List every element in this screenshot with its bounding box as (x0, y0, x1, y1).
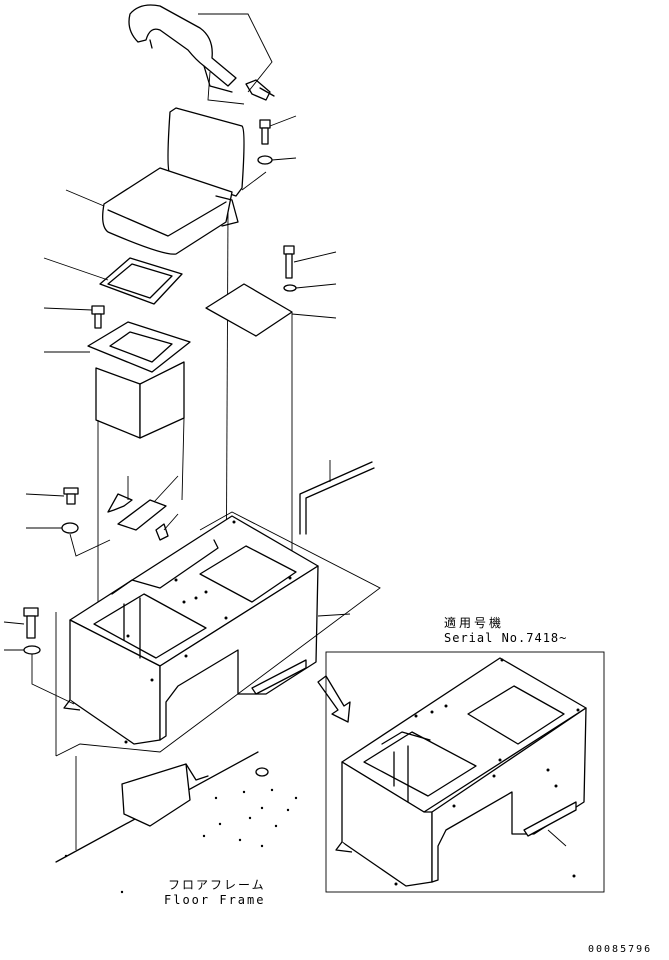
seat-washer-leader (241, 157, 297, 191)
seat-bolt-leader (269, 115, 297, 127)
cover-washer (283, 284, 297, 292)
nut-part (155, 523, 169, 541)
rod-part-outline (305, 467, 375, 535)
variant-arrow (317, 675, 351, 723)
left-bolt-lower-leader (3, 621, 25, 625)
floor-frame-part (55, 751, 269, 863)
seat-washer (257, 155, 273, 165)
handrail-bolt (245, 79, 275, 101)
drawing-number: 00085796 (588, 944, 653, 955)
variant-title-en: Serial No.7418~ (444, 631, 568, 645)
bracket-plate (117, 499, 167, 531)
seal-leader (43, 257, 109, 281)
seal-gasket (99, 257, 183, 305)
floor-frame-label-jp: フロアフレーム (168, 878, 266, 892)
seat-part (102, 107, 245, 255)
console-box-part (63, 515, 319, 745)
console-holes (124, 520, 292, 744)
left-bolt-lower (23, 607, 39, 639)
floor-frame-label-en: Floor Frame (164, 893, 266, 907)
cover-washer-leader (295, 283, 337, 289)
console-outline-frame (55, 511, 381, 757)
bracket-small (107, 493, 133, 513)
duct-mount-line (97, 417, 185, 628)
seat-bolt (259, 119, 271, 145)
variant-console-holes (394, 658, 580, 886)
left-bolt-upper-leader (25, 493, 65, 497)
cover-plate-leader (291, 313, 337, 319)
bracket-plate-leader (153, 475, 179, 503)
left-washer-upper-leader (26, 527, 111, 557)
nut-leader (163, 513, 179, 531)
cover-bolt (283, 245, 295, 279)
duct-bolt-leader (43, 307, 93, 311)
variant-box-frame (325, 651, 605, 893)
duct-bolt (91, 305, 105, 329)
handrail-leader (198, 13, 273, 105)
seat-leader (65, 189, 105, 207)
cover-bolt-leader (293, 251, 337, 263)
floor-frame-holes (64, 788, 298, 894)
variant-title-jp: 適用号機 (444, 616, 505, 630)
cover-plate-part (205, 283, 293, 337)
left-washer-lower (23, 645, 41, 655)
rod-part (299, 461, 373, 535)
variant-console-part (335, 657, 587, 887)
left-bolt-upper (63, 487, 79, 505)
left-washer-upper (61, 522, 79, 534)
handrail-part (128, 4, 237, 93)
variant-console-leader (547, 829, 567, 847)
left-washer-lower-leader (4, 649, 75, 705)
duct-box-part (87, 321, 191, 439)
